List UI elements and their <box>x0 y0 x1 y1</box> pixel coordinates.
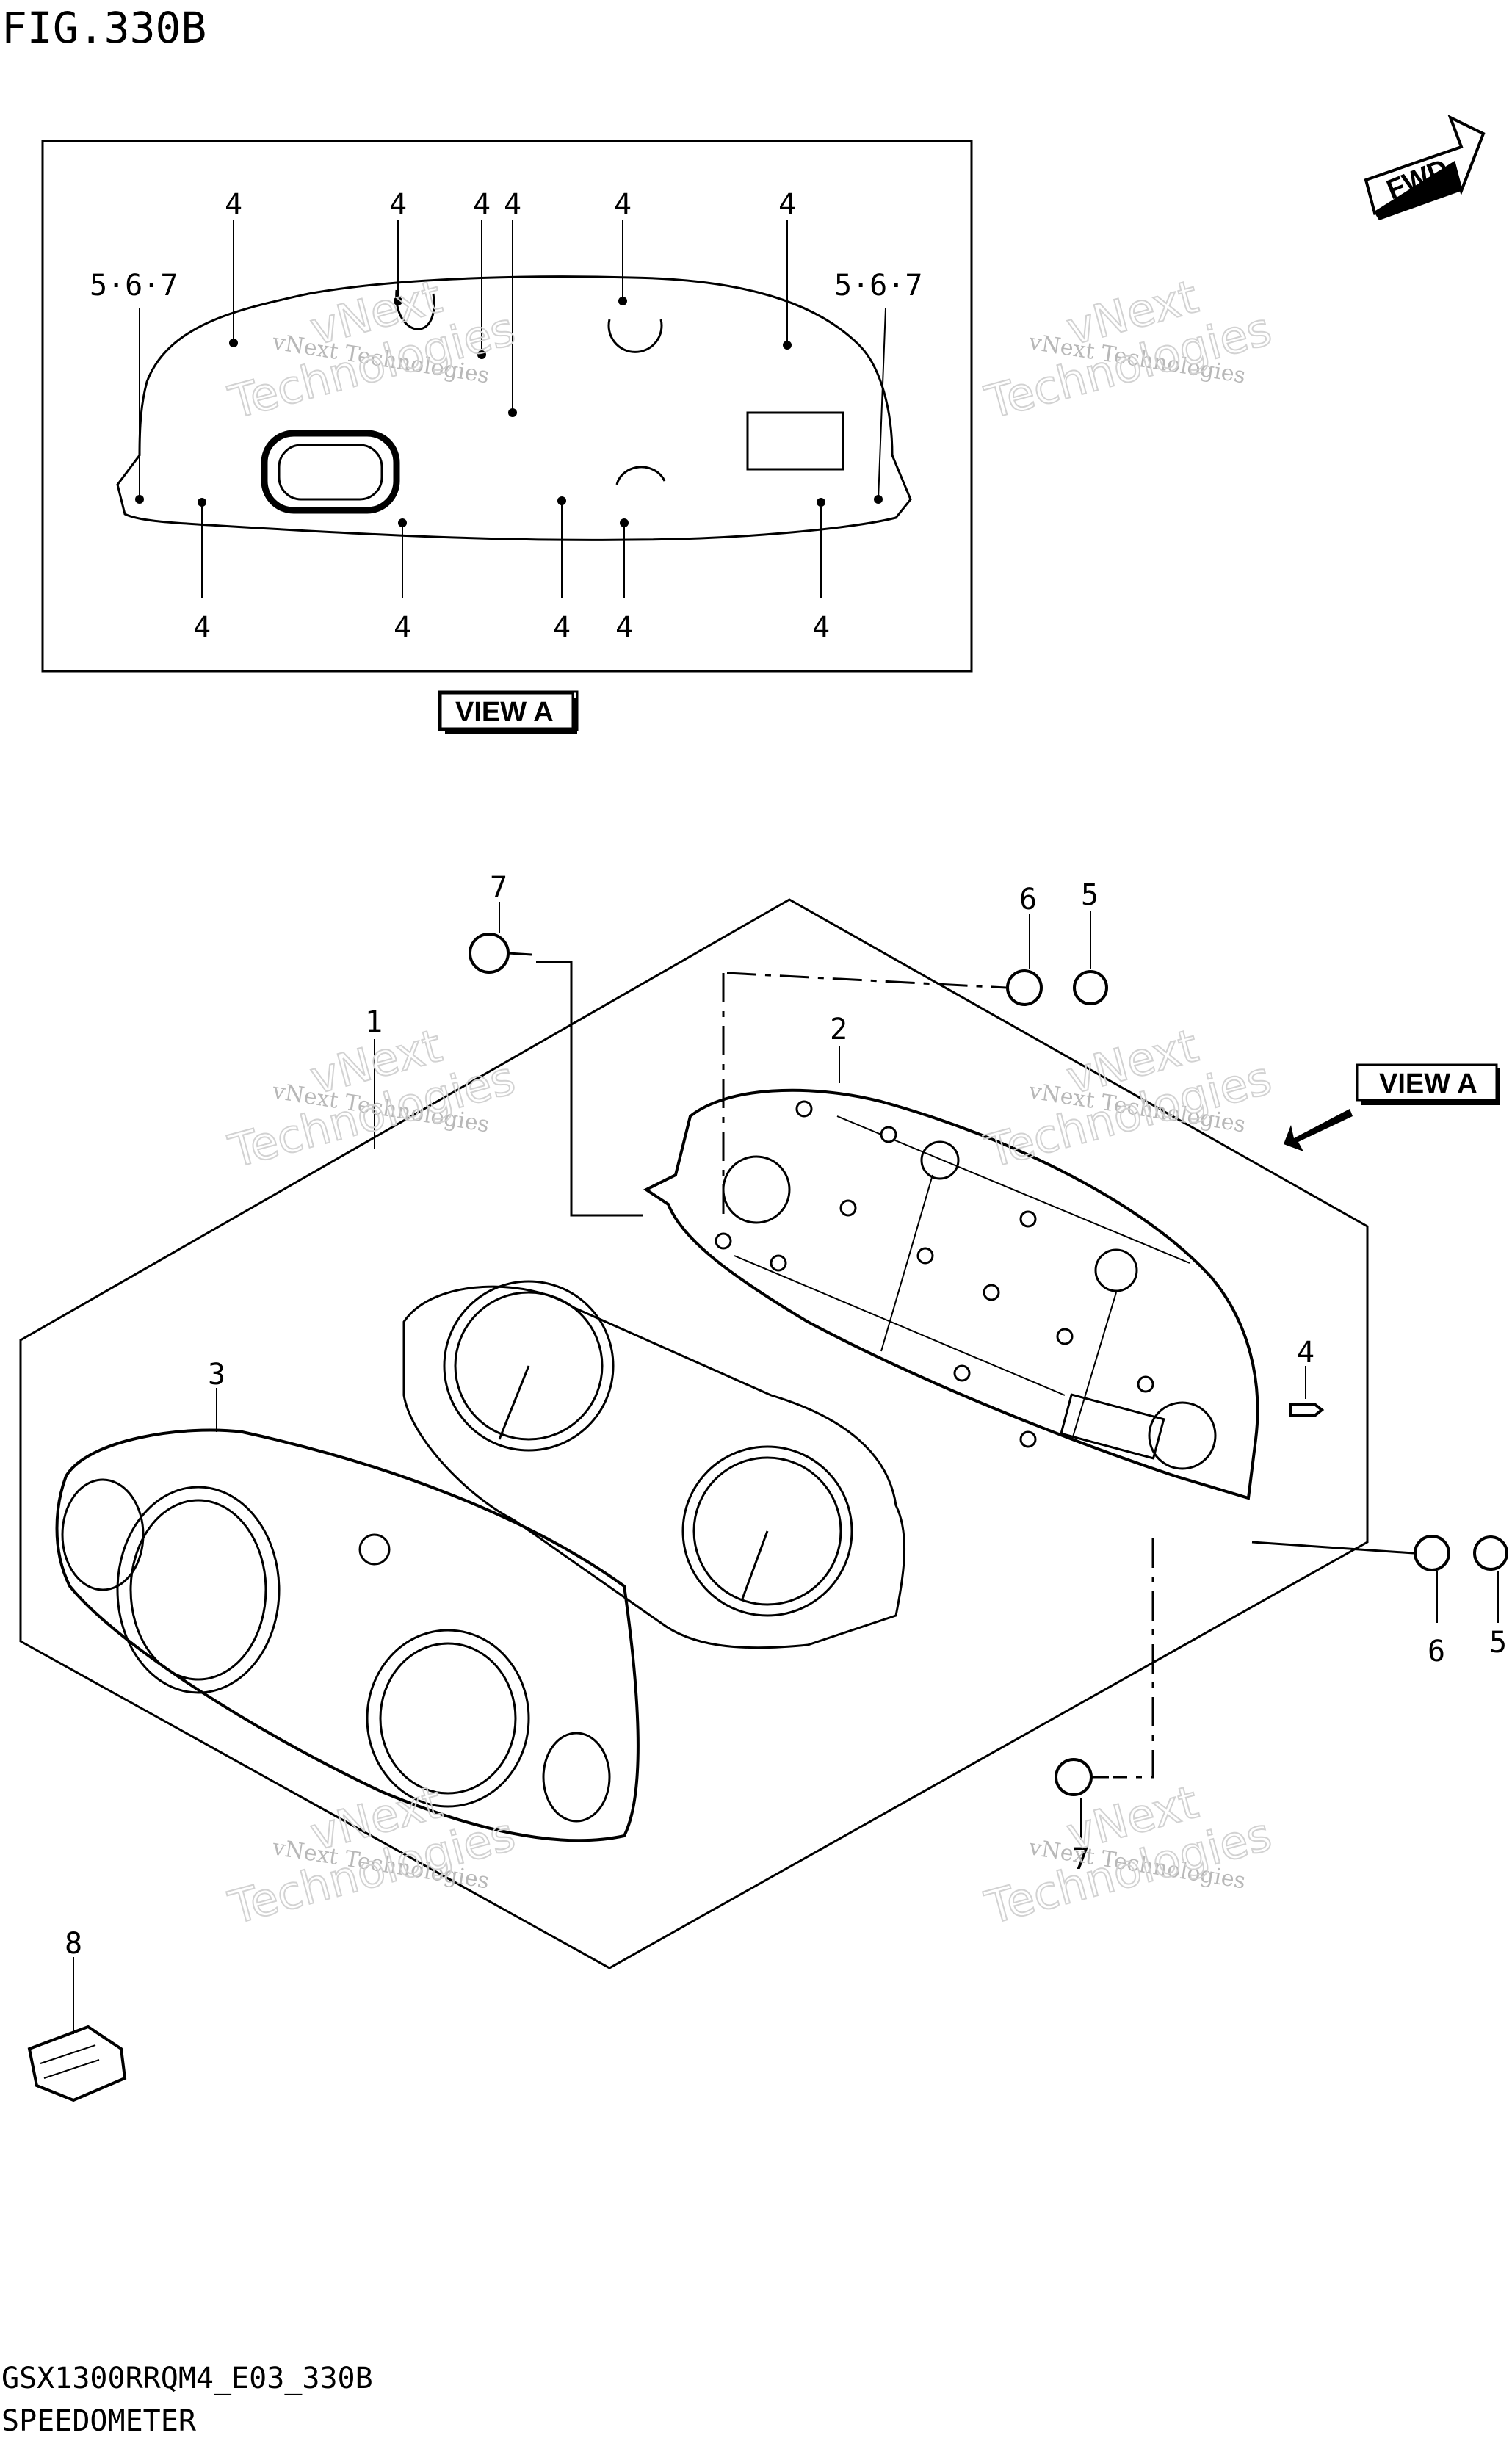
callout-view-a-4-bottom: 4 <box>615 611 633 645</box>
view-a-tag-label: VIEW A <box>455 697 554 728</box>
figure-title: FIG.330B <box>1 3 206 53</box>
part-screws-grommets <box>469 933 1508 1796</box>
callout-part-6: 6 <box>1428 1635 1445 1668</box>
callout-part-4: 4 <box>1297 1336 1314 1370</box>
callout-leaders <box>73 902 1499 2034</box>
fwd-arrow: FWD <box>1364 114 1486 220</box>
part-connector <box>27 2025 127 2102</box>
callout-part-7: 7 <box>490 871 507 905</box>
callout-view-a-4-bottom: 4 <box>553 611 571 645</box>
part-gauge-plate <box>402 1280 905 1649</box>
callout-part-5: 5 <box>1489 1626 1507 1660</box>
part-rear-case <box>643 1088 1259 1500</box>
callout-view-a-4-bottom: 4 <box>812 611 830 645</box>
footer-name: SPEEDOMETER <box>1 2404 197 2438</box>
callout-part-2: 2 <box>830 1013 847 1046</box>
view-a-pointer: VIEW A <box>1284 1063 1500 1151</box>
callout-view-a-4: 4 <box>225 188 242 222</box>
callout-view-a-4: 4 <box>473 188 491 222</box>
callout-view-a-4: 4 <box>778 188 796 222</box>
callout-part-3: 3 <box>208 1358 225 1392</box>
connection-lines <box>536 961 1414 1779</box>
assembly-outline <box>19 898 1369 1969</box>
callout-view-a-4-bottom: 4 <box>394 611 411 645</box>
footer-code: GSX1300RRQM4_E03_330B <box>1 2362 373 2395</box>
callout-view-a-4-bottom: 4 <box>193 611 211 645</box>
part-front-housing <box>55 1428 640 1842</box>
callout-part-7: 7 <box>1072 1842 1090 1876</box>
view-a-tag: VIEW A <box>438 690 579 734</box>
callout-view-a-4: 4 <box>389 188 407 222</box>
view-a-inset: 5·6·7 4 4 4 4 4 4 5·6·7 4 4 4 4 4 <box>41 140 973 673</box>
callout-view-a-567-left: 5·6·7 <box>90 269 178 303</box>
callout-view-a-4: 4 <box>504 188 521 222</box>
callout-part-5: 5 <box>1081 878 1099 912</box>
callout-view-a-567-right: 5·6·7 <box>834 269 922 303</box>
callout-view-a-4: 4 <box>614 188 632 222</box>
view-a-pointer-label: VIEW A <box>1379 1068 1477 1099</box>
callout-part-6: 6 <box>1019 883 1037 916</box>
callout-part-8: 8 <box>65 1927 82 1961</box>
callout-part-1: 1 <box>365 1005 383 1039</box>
